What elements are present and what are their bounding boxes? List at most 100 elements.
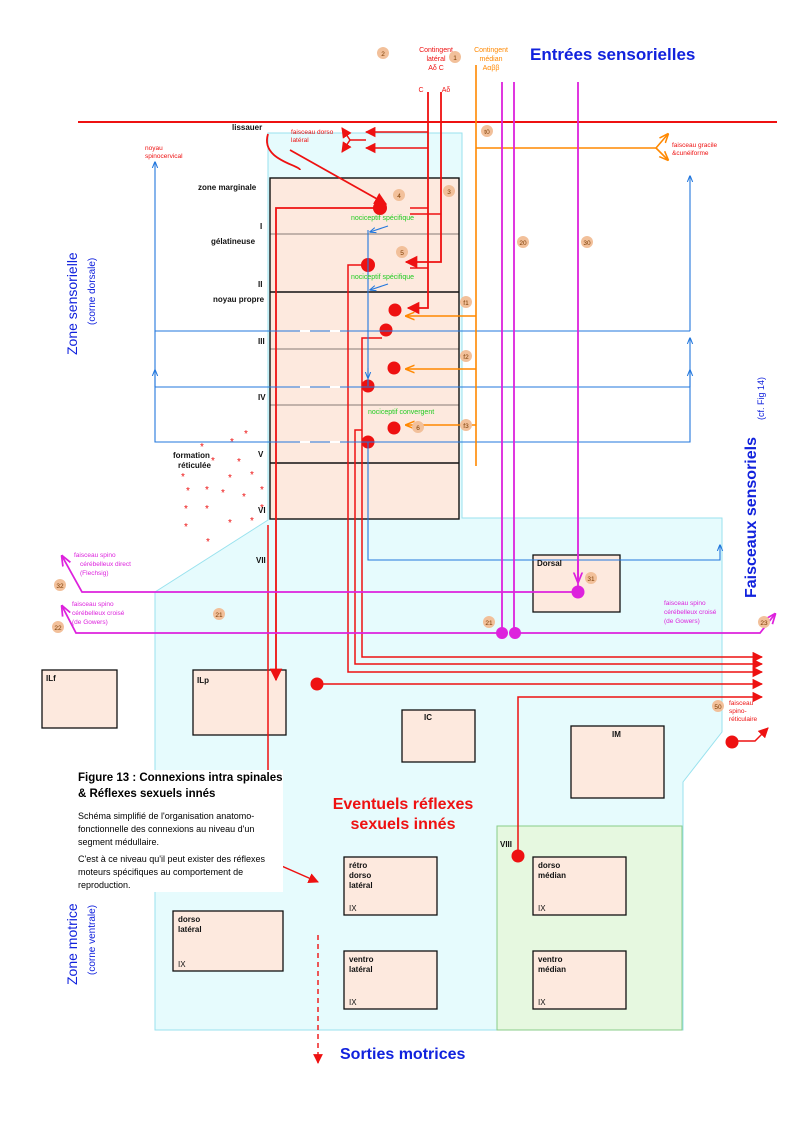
- svg-text:faisceau dorso: faisceau dorso: [291, 129, 334, 136]
- svg-text:*: *: [242, 492, 246, 503]
- lissauer-curve: [266, 133, 301, 171]
- svg-text:*: *: [186, 486, 190, 497]
- svg-text:ILf: ILf: [46, 674, 56, 683]
- marker-50: 50: [714, 704, 722, 711]
- svg-text:latéral: latéral: [178, 925, 202, 934]
- lateral-contingent-label: Contingent latéral Aδ C C Aδ: [418, 47, 453, 94]
- marker-6: 6: [416, 425, 420, 432]
- reticular-dots: **** **** **** **** ****: [181, 429, 264, 548]
- caption-paragraph-1: Schéma simplifié de l'organisation anato…: [78, 811, 255, 847]
- red-annotations: noyau spinocervical faisceau dorso latér…: [145, 129, 758, 723]
- svg-text:faisceau spino: faisceau spino: [74, 552, 116, 559]
- svg-text:&cunéiforme: &cunéiforme: [672, 150, 709, 157]
- nucleus-ilf: [41, 669, 118, 729]
- svg-text:Aαββ: Aαββ: [483, 65, 500, 72]
- heading-corne-dorsale: (corne dorsale): [87, 258, 98, 325]
- nucleus-labels: Dorsal ILf ILp IC IM rétro dorso latéral…: [46, 559, 621, 1007]
- svg-text:dorso: dorso: [178, 915, 200, 924]
- svg-text:faisceau spino: faisceau spino: [72, 601, 114, 608]
- marker-2: 2: [381, 51, 385, 58]
- marker-12: f2: [463, 354, 469, 361]
- svg-text:C: C: [418, 87, 423, 94]
- svg-text:*: *: [250, 516, 254, 527]
- svg-text:IX: IX: [349, 998, 357, 1007]
- nucleus-im: [570, 725, 665, 799]
- nucleus-dorso-lateral: [172, 910, 284, 972]
- heading-corne-ventrale: (corne ventrale): [87, 905, 98, 975]
- svg-text:lissauer: lissauer: [232, 123, 262, 132]
- marginal-projection: [289, 149, 388, 205]
- tract-gowers-right: [514, 614, 775, 634]
- svg-text:Dorsal: Dorsal: [537, 559, 562, 568]
- svg-text:*: *: [205, 504, 209, 515]
- svg-text:*: *: [228, 473, 232, 484]
- svg-text:latéral: latéral: [349, 881, 373, 890]
- svg-text:*: *: [181, 472, 185, 483]
- svg-text:(de Gowers): (de Gowers): [72, 619, 108, 626]
- svg-text:médian: médian: [480, 56, 503, 63]
- heading-zone-sensorielle: Zone sensorielle: [64, 252, 80, 355]
- svg-text:IX: IX: [178, 960, 186, 969]
- svg-text:gélatineuse: gélatineuse: [211, 237, 256, 246]
- svg-text:*: *: [211, 456, 215, 467]
- median-contingent-label: Contingent médian Aαββ: [474, 47, 508, 72]
- svg-text:réticulaire: réticulaire: [729, 716, 758, 723]
- marker-1: 1: [453, 55, 457, 62]
- heading-cf-fig: (cf. Fig 14): [756, 377, 766, 420]
- marker-22: 22: [54, 625, 62, 632]
- marker-32: 32: [56, 583, 64, 590]
- svg-text:(Flechsig): (Flechsig): [80, 570, 109, 577]
- svg-text:IX: IX: [538, 998, 546, 1007]
- caption-title: Figure 13 : Connexions intra spinales & …: [78, 772, 283, 800]
- svg-text:*: *: [237, 457, 241, 468]
- figure-caption: Figure 13 : Connexions intra spinales & …: [78, 770, 283, 892]
- svg-text:*: *: [228, 518, 232, 529]
- svg-text:*: *: [260, 485, 264, 496]
- tract-flechsig: [62, 556, 578, 593]
- svg-text:Aδ: Aδ: [442, 87, 451, 94]
- svg-text:dorso: dorso: [349, 871, 371, 880]
- svg-text:*: *: [260, 503, 264, 514]
- svg-text:noyau propre: noyau propre: [213, 295, 265, 304]
- marker-30: 30: [583, 240, 591, 247]
- svg-text:spino-: spino-: [729, 708, 747, 715]
- svg-text:*: *: [244, 429, 248, 440]
- label-nociceptif-2: nociceptif spécifique: [351, 274, 414, 281]
- svg-text:latéral: latéral: [349, 965, 373, 974]
- svg-text:(de Gowers): (de Gowers): [664, 618, 700, 625]
- svg-text:réticulée: réticulée: [178, 461, 211, 470]
- svg-text:*: *: [184, 522, 188, 533]
- svg-text:cérébelleux direct: cérébelleux direct: [80, 561, 131, 568]
- svg-text:*: *: [205, 485, 209, 496]
- lamina-labels: lissauer zone marginale I gélatineuse II…: [173, 123, 512, 849]
- lateral-fiber-c: [406, 92, 429, 315]
- svg-text:VIII: VIII: [500, 840, 512, 849]
- nucleus-ventro-lateral: [343, 950, 438, 1010]
- svg-text:spinocervical: spinocervical: [145, 153, 183, 160]
- svg-text:*: *: [206, 537, 210, 548]
- svg-text:noyau: noyau: [145, 145, 163, 152]
- svg-text:*: *: [184, 504, 188, 515]
- heading-entrees: Entrées sensorielles: [530, 45, 695, 64]
- svg-text:rétro: rétro: [349, 861, 367, 870]
- svg-text:ventro: ventro: [538, 955, 563, 964]
- marker-10: t0: [484, 129, 490, 136]
- heading-faisceaux: Faisceaux sensoriels: [743, 437, 760, 598]
- svg-text:ventro: ventro: [349, 955, 374, 964]
- nucleus-ventro-median: [532, 950, 627, 1010]
- svg-text:faisceau spino: faisceau spino: [664, 600, 706, 607]
- svg-text:II: II: [258, 280, 262, 289]
- nucleus-dorsal: [532, 554, 621, 613]
- lateral-fiber-ad: [404, 92, 442, 269]
- tract-gowers-left: [62, 606, 502, 634]
- svg-text:cérébelleux croisé: cérébelleux croisé: [72, 610, 125, 617]
- svg-text:zone marginale: zone marginale: [198, 183, 257, 192]
- svg-text:latéral: latéral: [426, 56, 446, 63]
- svg-text:IX: IX: [349, 904, 357, 913]
- marker-3: 3: [447, 189, 451, 196]
- svg-text:IC: IC: [424, 713, 432, 722]
- marker-21a: 21: [215, 612, 223, 619]
- label-nociceptif-convergent: nociceptif convergent: [368, 409, 434, 416]
- svg-text:I: I: [260, 222, 262, 231]
